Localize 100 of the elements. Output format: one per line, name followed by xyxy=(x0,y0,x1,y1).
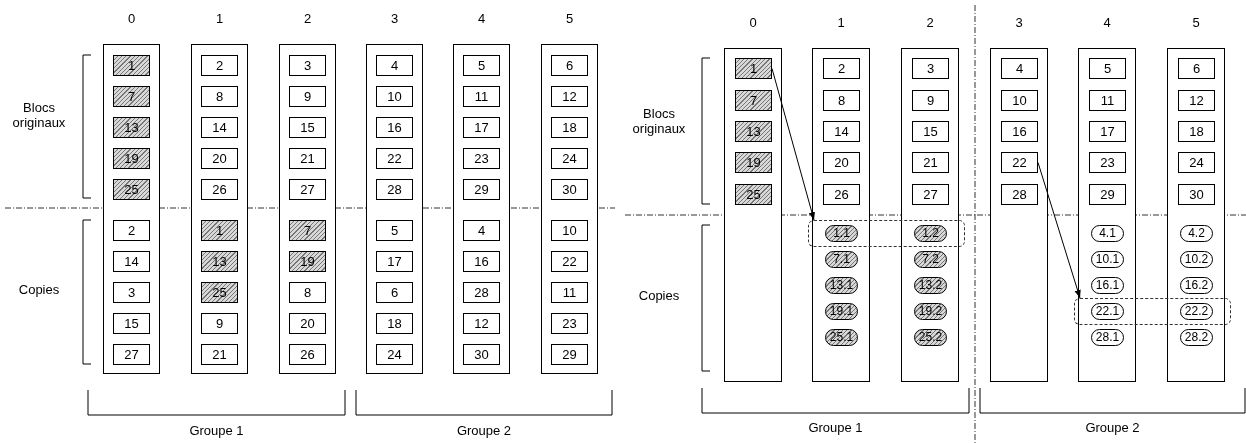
data-block: 22 xyxy=(376,148,413,169)
data-block: 30 xyxy=(1178,184,1215,205)
data-block: 25 xyxy=(735,184,772,205)
column-number: 2 xyxy=(302,11,313,26)
data-block: 18 xyxy=(1178,121,1215,142)
dashed-group-outline xyxy=(1074,298,1231,325)
data-block: 30 xyxy=(463,344,500,365)
data-block: 23 xyxy=(551,313,588,334)
data-block: 27 xyxy=(289,179,326,200)
data-block: 7 xyxy=(289,220,326,241)
column-number: 4 xyxy=(1102,15,1112,30)
column-number: 3 xyxy=(389,11,400,26)
data-block: 2 xyxy=(201,55,238,76)
replica-block: 4.2 xyxy=(1180,225,1213,242)
group-label: Groupe 2 xyxy=(1084,420,1141,435)
replica-block: 13.1 xyxy=(825,277,858,294)
column-number: 1 xyxy=(836,15,846,30)
data-block: 20 xyxy=(201,148,238,169)
replica-block: 28.2 xyxy=(1180,329,1213,346)
data-block: 22 xyxy=(551,251,588,272)
data-block: 8 xyxy=(289,282,326,303)
data-block: 27 xyxy=(912,184,949,205)
data-block: 25 xyxy=(201,282,238,303)
replica-block: 19.2 xyxy=(914,303,947,320)
replica-block: 28.1 xyxy=(1091,329,1124,346)
data-block: 19 xyxy=(735,152,772,173)
data-block: 16 xyxy=(1001,121,1038,142)
group-label: Groupe 1 xyxy=(188,423,245,438)
data-block: 18 xyxy=(376,313,413,334)
data-block: 1 xyxy=(201,220,238,241)
data-block: 3 xyxy=(289,55,326,76)
data-block: 5 xyxy=(376,220,413,241)
data-block: 28 xyxy=(463,282,500,303)
data-block: 6 xyxy=(376,282,413,303)
data-block: 7 xyxy=(113,86,150,107)
data-block: 28 xyxy=(1001,184,1038,205)
column-number: 1 xyxy=(214,11,225,26)
data-block: 11 xyxy=(463,86,500,107)
data-block: 13 xyxy=(113,117,150,138)
data-block: 12 xyxy=(1178,90,1215,111)
replica-block: 4.1 xyxy=(1091,225,1124,242)
data-block: 21 xyxy=(289,148,326,169)
data-block: 9 xyxy=(201,313,238,334)
data-block: 20 xyxy=(823,152,860,173)
data-block: 6 xyxy=(1178,58,1215,79)
data-block: 8 xyxy=(201,86,238,107)
data-block: 29 xyxy=(463,179,500,200)
data-block: 1 xyxy=(735,58,772,79)
data-block: 15 xyxy=(912,121,949,142)
data-block: 10 xyxy=(376,86,413,107)
data-block: 9 xyxy=(289,86,326,107)
data-block: 8 xyxy=(823,90,860,111)
column-number: 0 xyxy=(748,15,758,30)
data-block: 2 xyxy=(823,58,860,79)
group-label: Groupe 1 xyxy=(807,420,864,435)
data-block: 12 xyxy=(551,86,588,107)
data-block: 20 xyxy=(289,313,326,334)
column-number: 3 xyxy=(1014,15,1024,30)
data-block: 10 xyxy=(1001,90,1038,111)
data-block: 24 xyxy=(1178,152,1215,173)
row-label: Blocs originaux xyxy=(631,106,687,136)
replica-block: 10.1 xyxy=(1091,251,1124,268)
data-block: 14 xyxy=(823,121,860,142)
data-block: 14 xyxy=(201,117,238,138)
column-number: 4 xyxy=(476,11,487,26)
replica-block: 25.2 xyxy=(914,329,947,346)
data-block: 17 xyxy=(376,251,413,272)
data-block: 13 xyxy=(735,121,772,142)
data-block: 1 xyxy=(113,55,150,76)
data-block: 5 xyxy=(463,55,500,76)
row-label: Copies xyxy=(17,282,61,297)
data-block: 5 xyxy=(1089,58,1126,79)
row-label: Blocs originaux xyxy=(11,100,67,130)
data-block: 25 xyxy=(113,179,150,200)
data-block: 11 xyxy=(551,282,588,303)
data-block: 30 xyxy=(551,179,588,200)
arrow xyxy=(1037,162,1081,299)
data-block: 3 xyxy=(912,58,949,79)
data-block: 16 xyxy=(463,251,500,272)
data-block: 26 xyxy=(201,179,238,200)
data-block: 26 xyxy=(289,344,326,365)
data-block: 4 xyxy=(376,55,413,76)
data-block: 23 xyxy=(463,148,500,169)
data-block: 2 xyxy=(113,220,150,241)
replica-block: 16.1 xyxy=(1091,277,1124,294)
data-block: 28 xyxy=(376,179,413,200)
data-block: 26 xyxy=(823,184,860,205)
data-block: 14 xyxy=(113,251,150,272)
data-block: 23 xyxy=(1089,152,1126,173)
data-block: 19 xyxy=(289,251,326,272)
column-number: 2 xyxy=(925,15,935,30)
column-number: 0 xyxy=(126,11,137,26)
dashed-group-outline xyxy=(808,220,965,247)
data-block: 15 xyxy=(289,117,326,138)
data-block: 6 xyxy=(551,55,588,76)
replica-block: 7.1 xyxy=(825,251,858,268)
replica-block: 13.2 xyxy=(914,277,947,294)
data-block: 12 xyxy=(463,313,500,334)
arrow xyxy=(771,68,815,221)
data-block: 18 xyxy=(551,117,588,138)
